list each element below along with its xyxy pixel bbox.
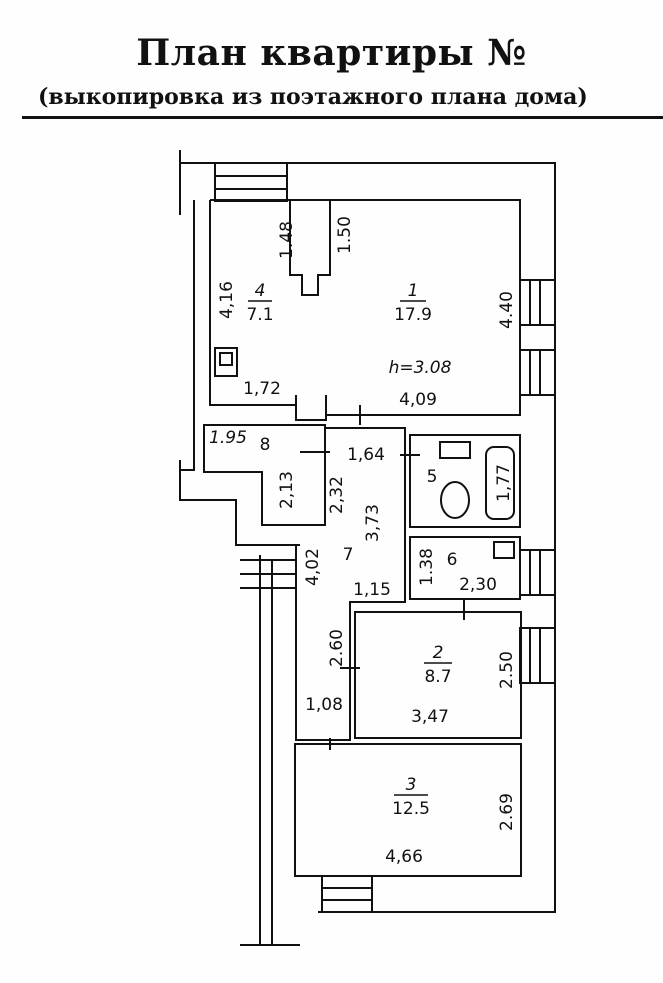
dim-2-60: 2.60 (327, 629, 347, 667)
room-1-number: 1 (408, 281, 419, 301)
plan-subtitle: (выкопировка из поэтажного плана дома) (38, 84, 588, 110)
dim-4-02: 4,02 (303, 548, 323, 586)
room-5-number: 5 (427, 467, 438, 487)
room-4-area: 7.1 (246, 305, 273, 325)
room-3-area: 12.5 (392, 799, 430, 819)
dim-2-30: 2,30 (459, 575, 497, 595)
dim-1-50: 1.50 (335, 216, 355, 254)
dim-2-69: 2.69 (497, 793, 517, 831)
plan-title: План квартиры № (136, 32, 527, 74)
walls (179, 150, 556, 946)
dim-4-16: 4,16 (217, 281, 237, 319)
dim-3-47: 3,47 (411, 707, 449, 727)
dim-1-15: 1,15 (353, 580, 391, 600)
dim-2-13: 2,13 (277, 471, 297, 509)
room-6-number: 6 (447, 550, 458, 570)
dim-1-95: 1.95 (209, 428, 247, 448)
dim-2-50: 2.50 (497, 651, 517, 689)
room-2-number: 2 (433, 643, 444, 663)
room-7-number: 7 (343, 545, 354, 565)
room-8-number: 8 (260, 435, 271, 455)
title-underline (22, 116, 663, 119)
dim-1-72: 1,72 (243, 379, 281, 399)
dim-1-64: 1,64 (347, 445, 385, 465)
dim-1-48: 1.48 (277, 221, 297, 259)
dim-4-09: 4,09 (399, 390, 437, 410)
dim-1-38: 1.38 (417, 548, 437, 586)
room-1-area: 17.9 (394, 305, 432, 325)
dim-4-40: 4.40 (497, 291, 517, 329)
dim-1-08: 1,08 (305, 695, 343, 715)
room-2-area: 8.7 (424, 667, 451, 687)
dim-2-32: 2,32 (327, 476, 347, 514)
ceiling-height-label: h=3.08 (389, 358, 452, 378)
dim-3-73: 3,73 (363, 504, 383, 542)
dim-1-77: 1,77 (494, 464, 514, 502)
room-4-number: 4 (255, 281, 266, 301)
room-3-number: 3 (406, 775, 417, 795)
dim-4-66: 4,66 (385, 847, 423, 867)
